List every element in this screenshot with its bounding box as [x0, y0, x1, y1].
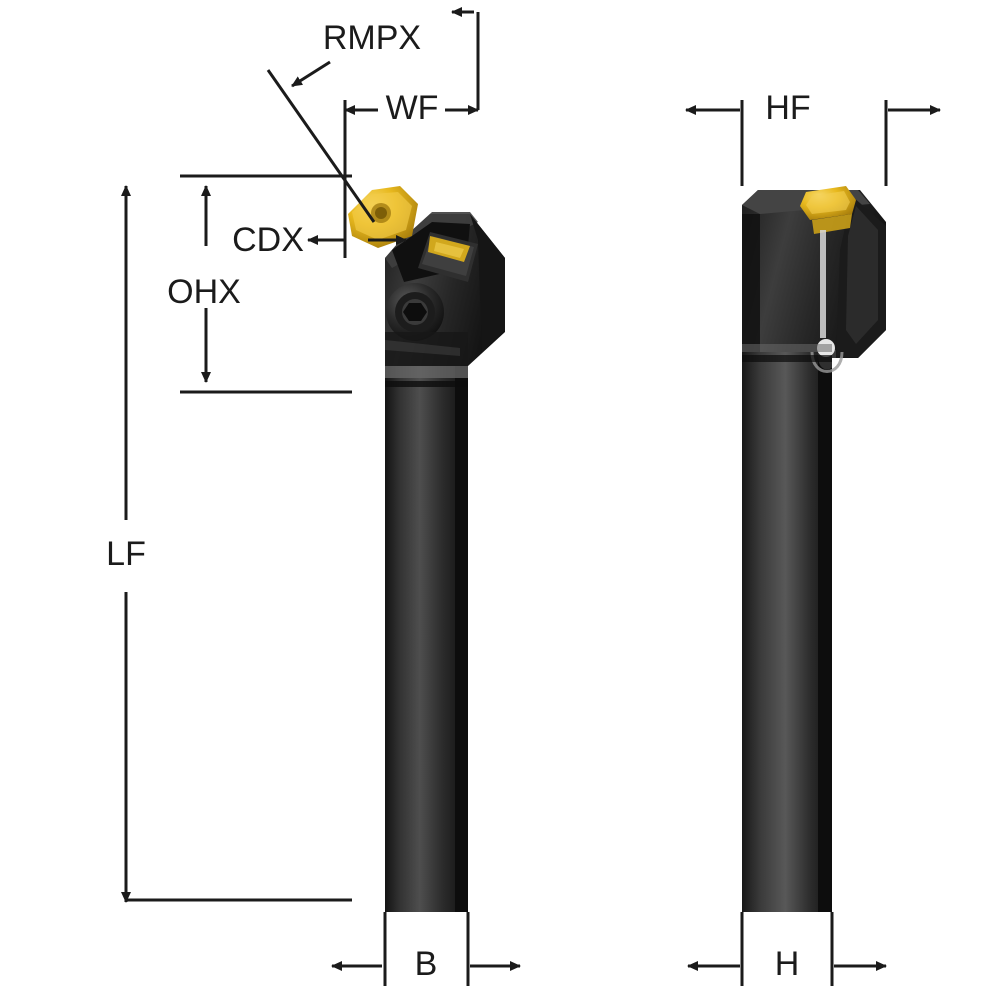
dimension-h — [687, 912, 887, 986]
dimension-label-h: H — [775, 945, 800, 983]
dimension-label-cdx: CDX — [232, 221, 304, 259]
dimension-cdx — [307, 176, 407, 258]
dimension-b — [331, 912, 521, 986]
dimension-rmpx — [266, 7, 480, 223]
dimension-lines-side-view — [685, 100, 941, 986]
dimension-lines-front-view — [121, 7, 521, 986]
dimension-label-wf: WF — [386, 89, 439, 127]
side-view-tool-body — [742, 186, 886, 912]
dimension-label-rmpx: RMPX — [323, 19, 421, 57]
clamp-screw-front — [386, 283, 444, 341]
dimension-label-hf: HF — [765, 89, 810, 127]
front-view-tool-body — [348, 186, 505, 912]
dimension-wf — [343, 100, 479, 176]
dimension-ohx — [180, 174, 352, 394]
cutting-insert-side — [800, 186, 856, 220]
cutting-insert-front — [348, 186, 418, 248]
dimension-label-lf: LF — [106, 535, 146, 573]
dimension-hf — [685, 100, 941, 186]
dimension-label-b: B — [415, 945, 438, 983]
dimension-lf — [121, 185, 352, 903]
dimension-label-ohx: OHX — [167, 273, 241, 311]
